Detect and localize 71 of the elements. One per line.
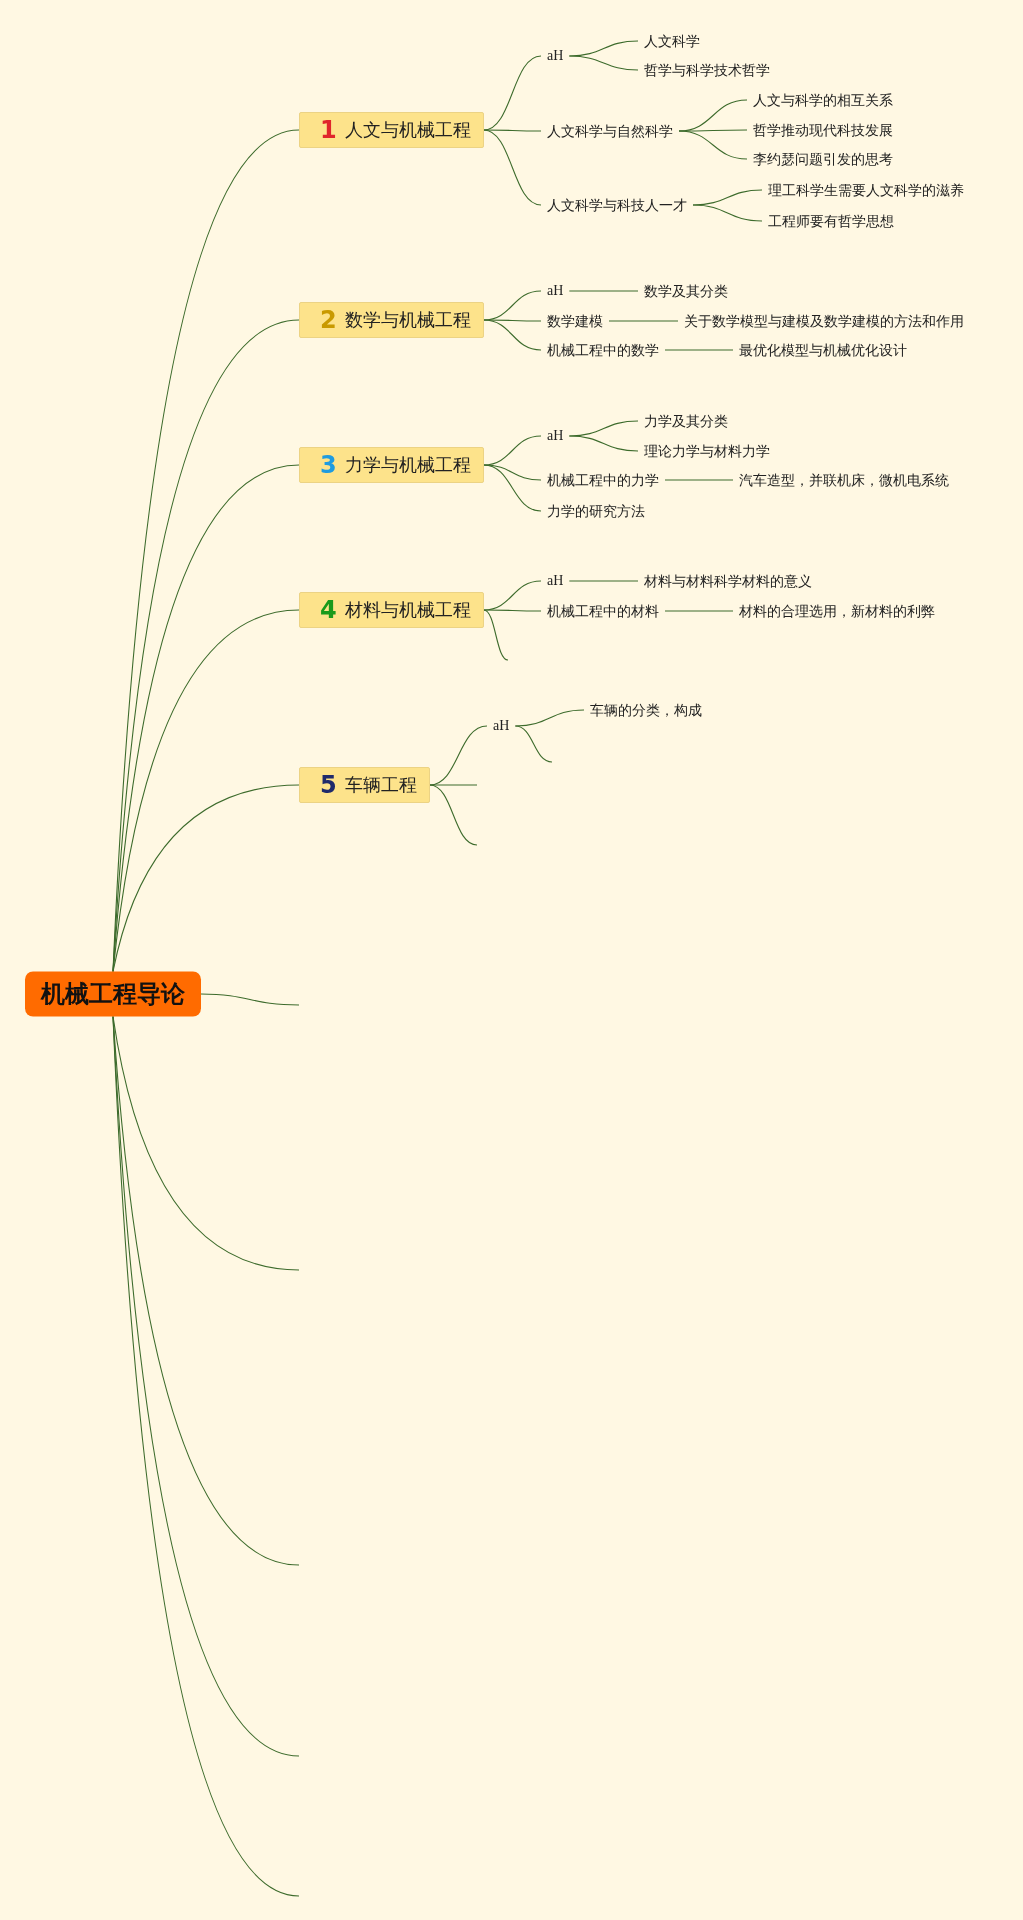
branch-line (429, 784, 478, 786)
branch-line (483, 319, 542, 351)
topic-label: 力学的研究方法 (541, 502, 651, 520)
main-topic-box (299, 767, 430, 803)
topic-title: 材料与机械工程 (344, 598, 471, 622)
topic-label: 机械工程中的数学 (541, 341, 665, 359)
branch-line (483, 319, 542, 322)
branch-line (200, 993, 300, 1006)
topic-label: 人文科学与科技人一才 (541, 196, 693, 214)
branch-line (514, 709, 585, 727)
topic-label: 力学及其分类 (638, 412, 734, 430)
topic-title: 力学与机械工程 (344, 453, 471, 477)
topic-label: 最优化模型与机械优化设计 (733, 341, 913, 359)
branch-line (429, 784, 478, 846)
branch-line (514, 725, 553, 763)
topic-title: 车辆工程 (344, 773, 417, 797)
branch-line (692, 204, 763, 222)
priority-number: 1 (320, 116, 337, 144)
topic-label: 人文科学与自然科学 (541, 122, 679, 140)
priority-number: 2 (320, 306, 337, 334)
main-topic-box (299, 447, 484, 483)
topic-label: 材料的合理选用，新材料的利弊 (733, 602, 941, 620)
topic-label: 哲学推动现代科技发展 (747, 121, 899, 139)
branch-line (483, 609, 509, 661)
priority-number: 4 (320, 596, 337, 624)
topic-label: 人文与科学的相互关系 (747, 91, 899, 109)
topic-label: 关于数学模型与建模及数学建模的方法和作用 (678, 312, 970, 330)
branch-line (483, 464, 542, 512)
topic-label: 数学及其分类 (638, 282, 734, 300)
topic-label: aH (541, 572, 570, 590)
priority-number: 5 (320, 771, 337, 799)
topic-title: 数学与机械工程 (344, 308, 471, 332)
topic-label: aH (541, 427, 570, 445)
branch-line (483, 129, 542, 132)
branch-line (483, 464, 542, 481)
central-topic: 机械工程导论 (25, 971, 201, 1017)
topic-label: 车辆的分类，构成 (584, 701, 708, 719)
priority-number: 3 (320, 451, 337, 479)
branch-line (483, 609, 542, 612)
branch-line (568, 435, 639, 452)
topic-label: 材料与材料科学材料的意义 (638, 572, 818, 590)
branch-line (112, 1015, 300, 1897)
branch-line (112, 464, 300, 973)
topic-label: 机械工程中的材料 (541, 602, 665, 620)
branch-line (112, 609, 300, 973)
branch-line (568, 290, 639, 292)
topic-label: aH (487, 717, 516, 735)
topic-label: aH (541, 47, 570, 65)
topic-label: 哲学与科学技术哲学 (638, 61, 776, 79)
topic-label: 理工科学生需要人文科学的滋养 (762, 181, 970, 199)
branch-line (608, 320, 679, 322)
topic-label: 人文科学 (638, 32, 706, 50)
branch-line (483, 435, 542, 466)
branch-line (483, 129, 542, 206)
main-topic-box (299, 112, 484, 148)
topic-label: aH (541, 282, 570, 300)
main-topic-box (299, 302, 484, 338)
topic-label: 汽车造型，并联机床，微机电系统 (733, 471, 955, 489)
branch-line (664, 610, 734, 612)
topic-label: 数学建模 (541, 312, 609, 330)
branch-line (664, 349, 734, 351)
main-topic-box (299, 592, 484, 628)
branch-line (568, 55, 639, 71)
branch-line (664, 479, 734, 481)
topic-label: 工程师要有哲学思想 (762, 212, 900, 230)
branch-line (678, 130, 748, 160)
topic-label: 机械工程中的力学 (541, 471, 665, 489)
topic-title: 人文与机械工程 (344, 118, 471, 142)
topic-label: 李约瑟问题引发的思考 (747, 150, 899, 168)
branch-line (568, 580, 639, 582)
topic-label: 理论力学与材料力学 (638, 442, 776, 460)
